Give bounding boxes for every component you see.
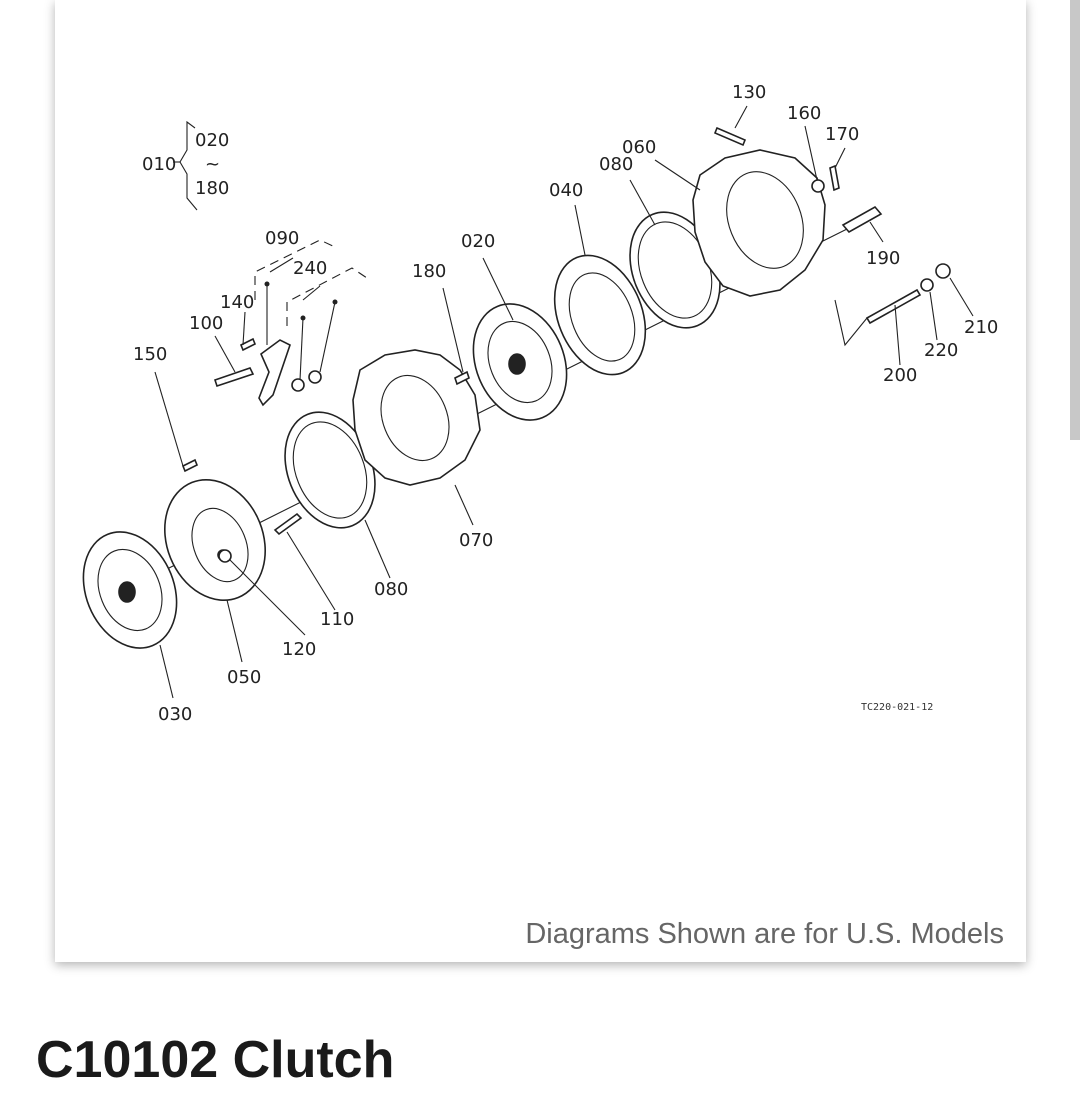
callout-070: 070 — [459, 530, 493, 551]
callout-030: 030 — [158, 704, 192, 725]
callout-190: 190 — [866, 248, 900, 269]
callout-080-left: 080 — [374, 579, 408, 600]
callout-220: 220 — [924, 340, 958, 361]
callout-040: 040 — [549, 180, 583, 201]
friction-disc-030 — [82, 531, 178, 649]
callout-160: 160 — [787, 103, 821, 124]
callout-240: 240 — [293, 258, 327, 279]
callout-130: 130 — [732, 82, 766, 103]
callout-140: 140 — [220, 292, 254, 313]
callout-020: 020 — [461, 231, 495, 252]
clutch-housing-060 — [692, 149, 826, 297]
callout-090: 090 — [265, 228, 299, 249]
callout-050: 050 — [227, 667, 261, 688]
tilde-icon: ~ — [205, 154, 220, 175]
callout-180-group: 180 — [195, 178, 229, 199]
callout-180: 180 — [412, 261, 446, 282]
callout-150: 150 — [133, 344, 167, 365]
diagram-card: ~ — [55, 0, 1026, 962]
callout-010: 010 — [142, 154, 176, 175]
callout-110: 110 — [320, 609, 354, 630]
callout-200: 200 — [883, 365, 917, 386]
part-title: C10102 Clutch — [36, 1031, 395, 1089]
clutch-exploded-diagram: ~ — [82, 82, 998, 725]
callout-080-right: 080 — [599, 154, 633, 175]
callout-170: 170 — [825, 124, 859, 145]
scrollbar[interactable] — [1070, 0, 1080, 440]
figure-reference: TC220-021-12 — [861, 702, 933, 713]
callout-120: 120 — [282, 639, 316, 660]
cover-plate-070 — [352, 349, 481, 486]
callout-100: 100 — [189, 313, 223, 334]
diagram-caption: Diagrams Shown are for U.S. Models — [525, 918, 1004, 950]
callout-020-group: 020 — [195, 130, 229, 151]
callout-060: 060 — [622, 137, 656, 158]
friction-disc-020 — [472, 303, 568, 421]
callout-210: 210 — [964, 317, 998, 338]
